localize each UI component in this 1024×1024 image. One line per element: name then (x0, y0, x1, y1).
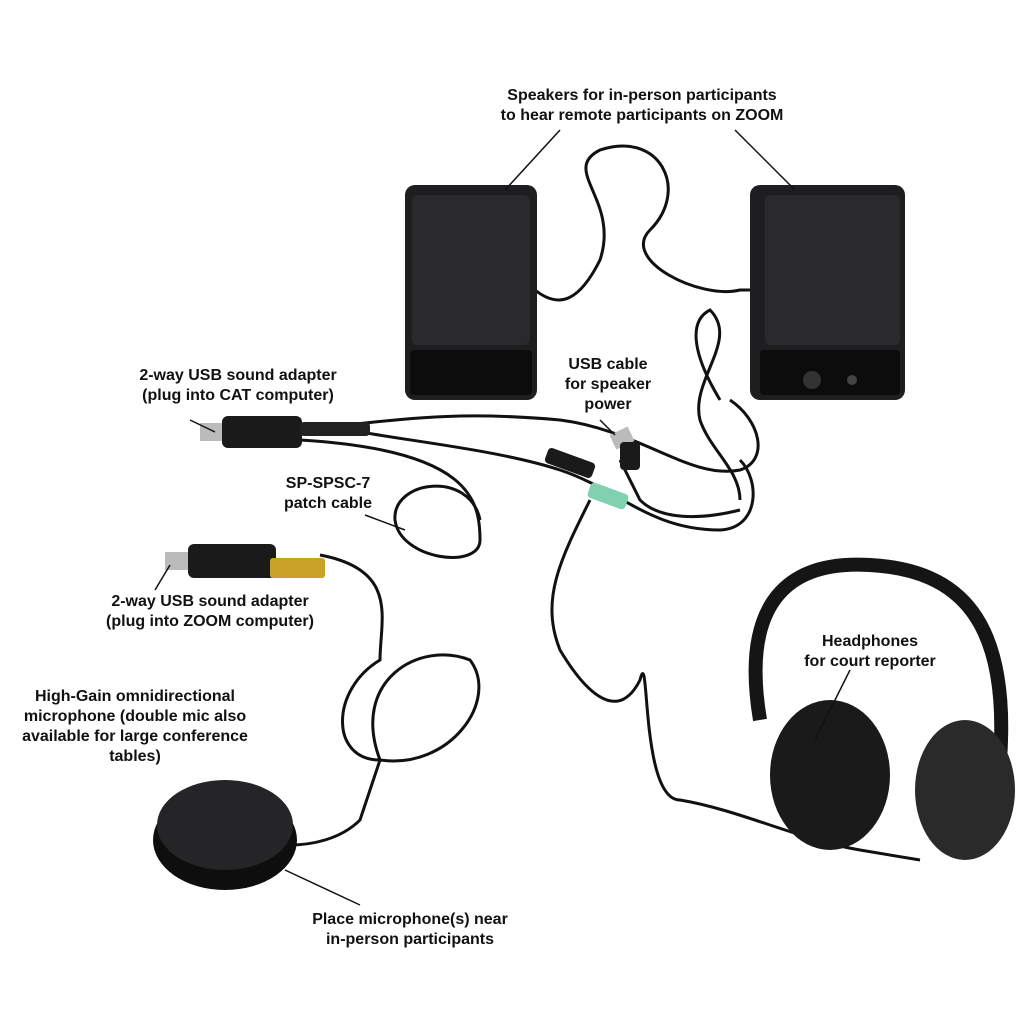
usb-adapter-cat (200, 416, 370, 448)
usb-cable-label: USB cable for speaker power (565, 355, 651, 415)
label-line: 2-way USB sound adapter (139, 367, 337, 384)
label-line: (plug into CAT computer) (142, 387, 334, 404)
label-line: Place microphone(s) near (312, 911, 508, 928)
label-line: available for large conference (22, 728, 248, 745)
usb-adapter-zoom-label: 2-way USB sound adapter (plug into ZOOM … (106, 592, 314, 632)
label-line: to hear remote participants on ZOOM (500, 107, 784, 124)
usb-speaker-plug (609, 426, 640, 470)
label-line: Headphones (821, 633, 919, 650)
label-line: High-Gain omnidirectional (34, 688, 235, 705)
leader-lines (154, 129, 851, 906)
microphone (153, 780, 297, 890)
speakers-label: Speakers for in-person participants to h… (501, 86, 784, 126)
label-line: for speaker (564, 376, 652, 393)
label-line: for court reporter (804, 653, 936, 670)
label-line: (plug into ZOOM computer) (106, 613, 314, 630)
label-line: Speakers for in-person participants (507, 87, 777, 104)
patch-cable-label: SP-SPSC-7 patch cable (284, 474, 372, 514)
splitter-jacks (544, 448, 629, 510)
right-speaker (750, 185, 905, 400)
label-line: 2-way USB sound adapter (111, 593, 309, 610)
label-line: tables) (109, 748, 161, 765)
headphones (748, 557, 1015, 860)
label-line: in-person participants (325, 931, 495, 948)
microphone-label: High-Gain omnidirectional microphone (do… (22, 687, 248, 767)
left-speaker (405, 185, 537, 400)
label-line: power (584, 396, 632, 413)
label-line: SP-SPSC-7 (285, 475, 371, 492)
usb-adapter-cat-label: 2-way USB sound adapter (plug into CAT c… (139, 366, 336, 406)
mic-placement-label: Place microphone(s) near in-person parti… (312, 910, 508, 950)
label-line: patch cable (283, 495, 373, 512)
headphones-label: Headphones for court reporter (804, 632, 936, 672)
usb-adapter-zoom (165, 544, 325, 578)
label-line: microphone (double mic also (23, 708, 247, 725)
label-line: USB cable (568, 356, 648, 373)
